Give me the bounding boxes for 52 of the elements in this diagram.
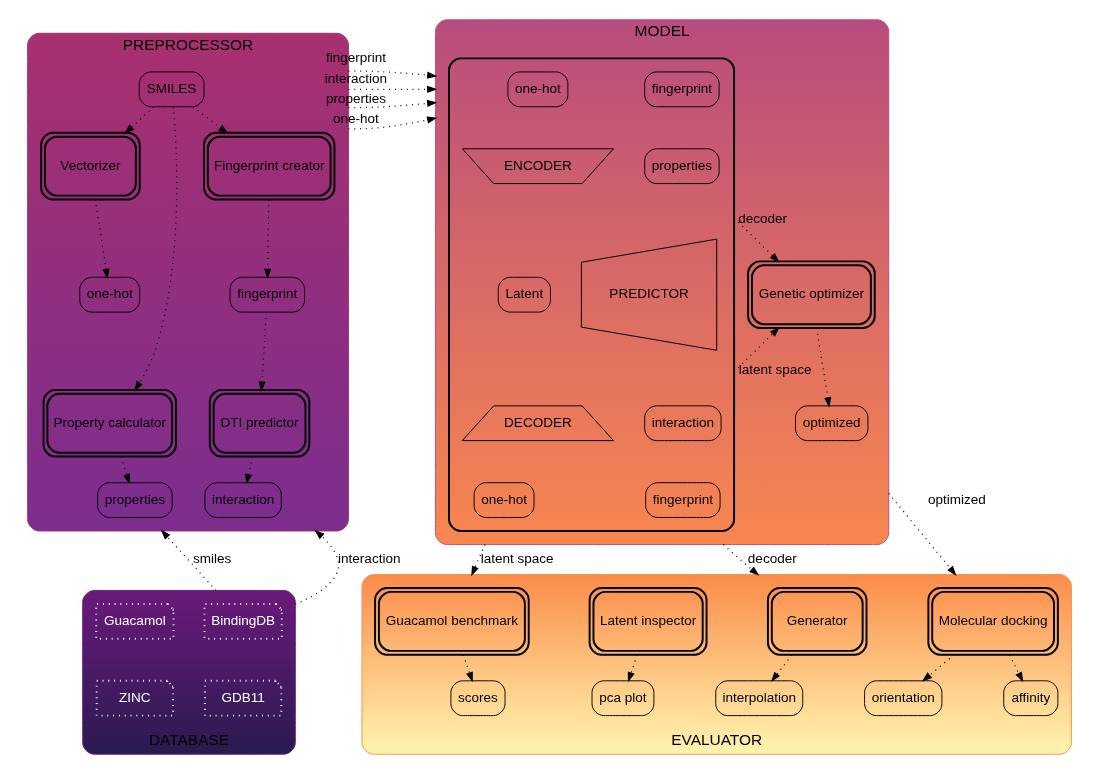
arrow [134, 106, 178, 392]
edge-label: interaction [338, 551, 401, 567]
arrow [733, 326, 780, 373]
node-box: optimized [795, 405, 869, 442]
node-box: DTI predictor [208, 388, 311, 458]
arrow [347, 85, 438, 93]
node-box: fingerprint [644, 71, 720, 108]
arrow [245, 456, 253, 485]
node-box: one-hot [473, 482, 535, 518]
arrow [294, 529, 340, 605]
arrow [347, 116, 438, 130]
node-box: interaction [204, 482, 282, 518]
node-box: one-hot [79, 276, 141, 313]
arrow [771, 654, 793, 683]
arrow [258, 311, 267, 392]
edge-label: latent space [738, 361, 812, 377]
node-box: fingerprint [645, 482, 721, 518]
arrow [264, 199, 272, 280]
node-box: orientation [864, 680, 943, 717]
cluster [448, 57, 736, 532]
node-box: fingerprint [229, 276, 305, 313]
edge-label: latent space [480, 551, 554, 567]
node-box: interpolation [715, 680, 804, 717]
edge-label: optimized [927, 491, 986, 507]
arrow [627, 654, 638, 683]
arrow [733, 217, 780, 263]
edge-label: decoder [747, 551, 797, 567]
edge-label: decoder [738, 210, 788, 226]
node-box: PREDICTOR [580, 238, 718, 351]
node-box: properties [97, 482, 173, 518]
node-box: one-hot [507, 71, 569, 108]
arrow [722, 543, 760, 576]
arrow [94, 199, 110, 279]
node-box: pca plot [591, 680, 655, 717]
arrow [888, 492, 957, 576]
node-box: Vectorizer [40, 131, 141, 201]
arrow [124, 106, 155, 134]
arrow [160, 529, 217, 592]
arrow [471, 543, 486, 577]
node-box: affinity [1003, 680, 1059, 717]
arrow [1008, 654, 1024, 683]
node-box: properties [644, 148, 720, 185]
node-box: SMILES [138, 71, 205, 108]
arrow [921, 654, 955, 682]
node-box: scores [450, 680, 506, 717]
arrow [192, 106, 229, 134]
edge-label: smiles [193, 551, 232, 567]
node-box: Latent [497, 276, 551, 313]
arrow [816, 327, 832, 408]
arrow [462, 654, 473, 683]
node-box: interaction [644, 405, 722, 442]
arrow [120, 456, 131, 485]
